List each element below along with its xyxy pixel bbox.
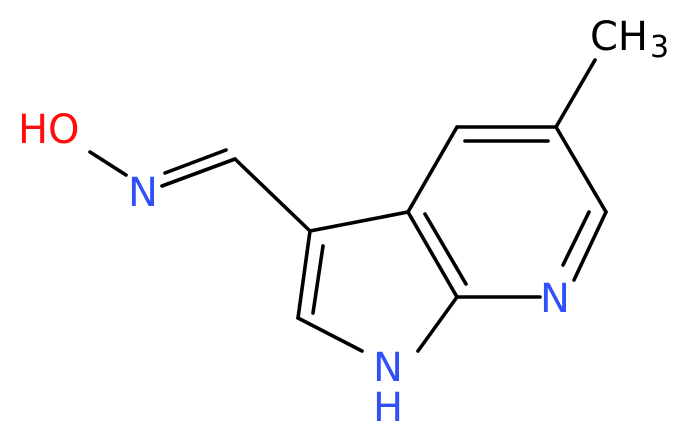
- bond-ch-c3: [233, 157, 312, 233]
- bond-c3a-c7a-2: [423, 212, 468, 286]
- bond-n7-c6-2: [561, 210, 591, 267]
- atom-label-oxygen-o: O: [48, 107, 79, 153]
- atom-label-nh-nitrogen: N: [373, 345, 403, 391]
- bond-n-c-double-1: [160, 157, 237, 188]
- atom-label-nh-hydrogen: H: [373, 385, 403, 431]
- bond-c4-c3a: [406, 125, 459, 214]
- atom-label-oxime-nitrogen: N: [128, 170, 158, 216]
- atom-label-methyl-subscript: 3: [650, 30, 669, 65]
- atom-label-ring-nitrogen: N: [540, 276, 570, 322]
- bond-n-c-double-2: [163, 148, 228, 175]
- bond-c3-c3a: [308, 210, 410, 233]
- bond-c6-c5: [554, 125, 608, 214]
- atom-labels: H O N N N H CH 3: [18, 14, 669, 431]
- atom-label-oxygen: H: [18, 107, 48, 153]
- bond-o-n: [88, 150, 128, 177]
- bond-c3a-c7a-1: [406, 210, 459, 299]
- bond-n7-c6-1: [572, 210, 608, 282]
- atom-label-methyl: CH: [590, 14, 648, 60]
- bond-c5-methyl: [554, 58, 597, 129]
- bonds: [88, 58, 608, 353]
- bond-n1-c7a: [416, 295, 459, 353]
- bond-c3-c2-double-1: [296, 229, 312, 320]
- bond-c2-n1: [296, 316, 364, 353]
- bond-c3-c2-double-2: [311, 244, 325, 315]
